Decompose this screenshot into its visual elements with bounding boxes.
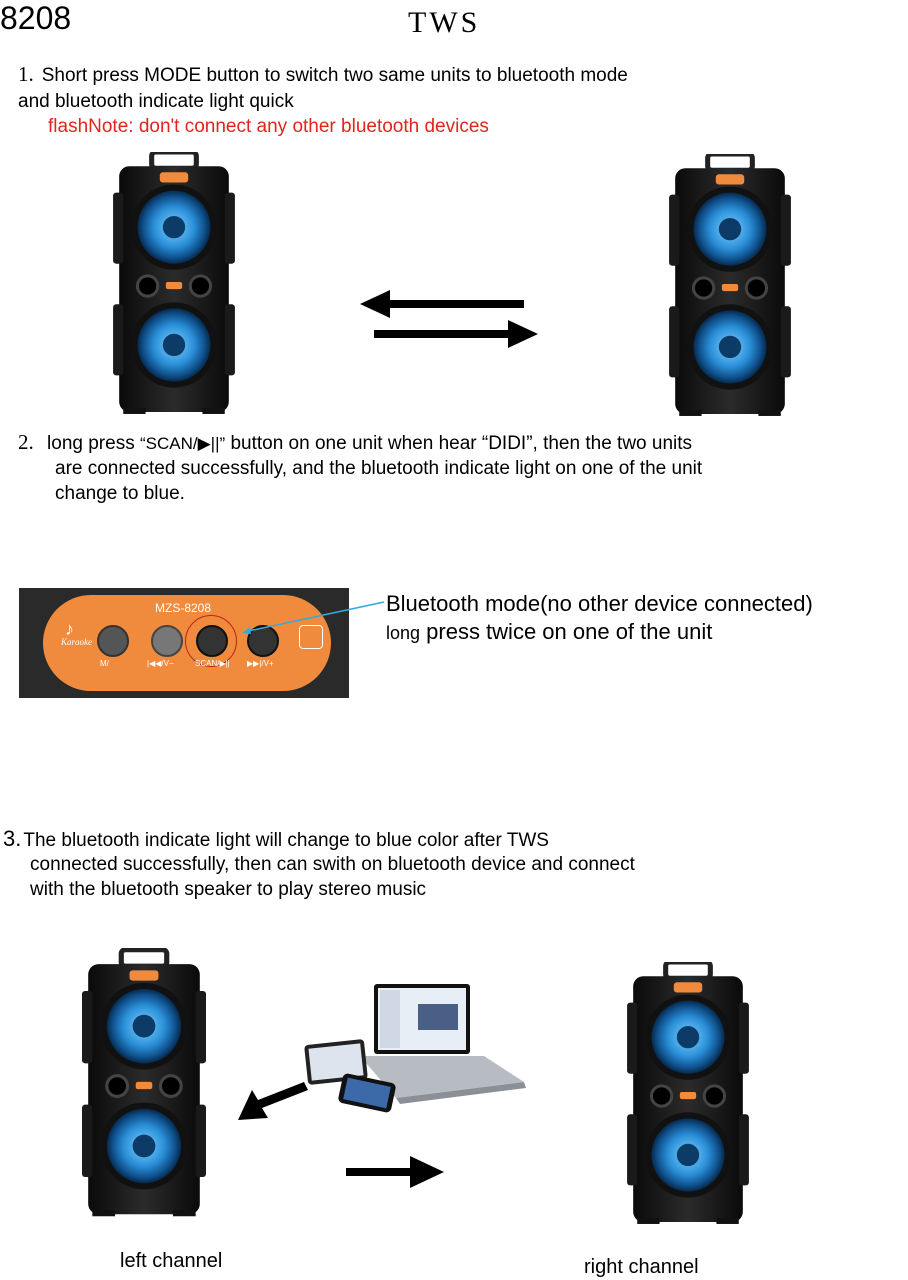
prev-volume-down-button[interactable] <box>151 625 183 657</box>
right-speaker <box>626 962 750 1226</box>
left-channel-label: left channel <box>120 1250 223 1272</box>
highlight-circle <box>185 615 237 667</box>
callout-rest: press twice on one of the unit <box>420 619 713 644</box>
step2-text-3: change to blue. <box>55 483 185 504</box>
step1-number: 1. <box>18 62 34 86</box>
step3-text-2: connected successfully, then can swith o… <box>30 854 635 875</box>
speaker-unit-b <box>668 154 792 418</box>
step2-post2: , then the two units <box>532 433 693 454</box>
step1-line1: 1. Short press MODE button to switch two … <box>18 62 628 88</box>
step2-post: button on one unit when hear <box>230 433 477 454</box>
step1-text-1: Short press MODE button to switch two sa… <box>41 65 628 86</box>
source-devices <box>304 984 526 1113</box>
step1-text-2: and bluetooth indicate light quick <box>18 91 294 112</box>
prev-button-label: |◀◀/V− <box>147 659 174 668</box>
next-button-label: ▶▶|/V+ <box>247 659 274 668</box>
callout-text-2: long press twice on one of the unit <box>386 618 712 647</box>
arrow-left-icon <box>360 290 524 318</box>
step3-number: 3. <box>3 826 22 851</box>
panel-model: MZS-8208 <box>155 601 212 615</box>
microphone-icon: ♪ <box>65 619 74 639</box>
step3-text-3: with the bluetooth speaker to play stere… <box>30 879 427 900</box>
step2-number: 2. <box>18 430 34 454</box>
arrow-down-left-icon <box>238 1082 308 1120</box>
left-speaker <box>82 948 206 1220</box>
callout-long: long <box>386 623 421 643</box>
laptop-icon <box>360 984 526 1104</box>
step2-line1: 2. long press “SCAN/▶||” button on one u… <box>18 430 692 456</box>
step2-text-2: are connected successfully, and the blue… <box>55 458 703 479</box>
usb-tf-slot-icon <box>299 625 323 649</box>
step3-text-1: The bluetooth indicate light will change… <box>23 830 549 851</box>
pairing-arrows <box>360 290 538 348</box>
step2-pre: long press <box>47 433 135 454</box>
karaoke-logo: Karaoke <box>61 637 92 647</box>
page-title: TWS <box>408 6 481 39</box>
speaker-unit-a <box>112 152 236 416</box>
step2-button-label: “SCAN/▶||” <box>139 434 226 453</box>
step1-note: flashNote: don't connect any other bluet… <box>48 116 489 137</box>
mode-button-label: M/ <box>100 659 109 668</box>
mode-button[interactable] <box>97 625 129 657</box>
model-number: 8208 <box>0 0 72 36</box>
callout-text-1: Bluetooth mode(no other device connected… <box>386 591 813 616</box>
arrow-right-icon <box>346 1156 444 1188</box>
step3-line1: 3.The bluetooth indicate light will chan… <box>3 826 549 853</box>
right-channel-label: right channel <box>584 1256 699 1278</box>
phone-icon <box>338 1073 396 1113</box>
scan-button-label: SCAN/▶|| <box>195 659 230 668</box>
step2-didi: “DIDI” <box>481 433 533 454</box>
callout-line <box>242 601 385 634</box>
arrow-right-icon <box>374 320 538 348</box>
tablet-icon <box>304 1039 368 1085</box>
